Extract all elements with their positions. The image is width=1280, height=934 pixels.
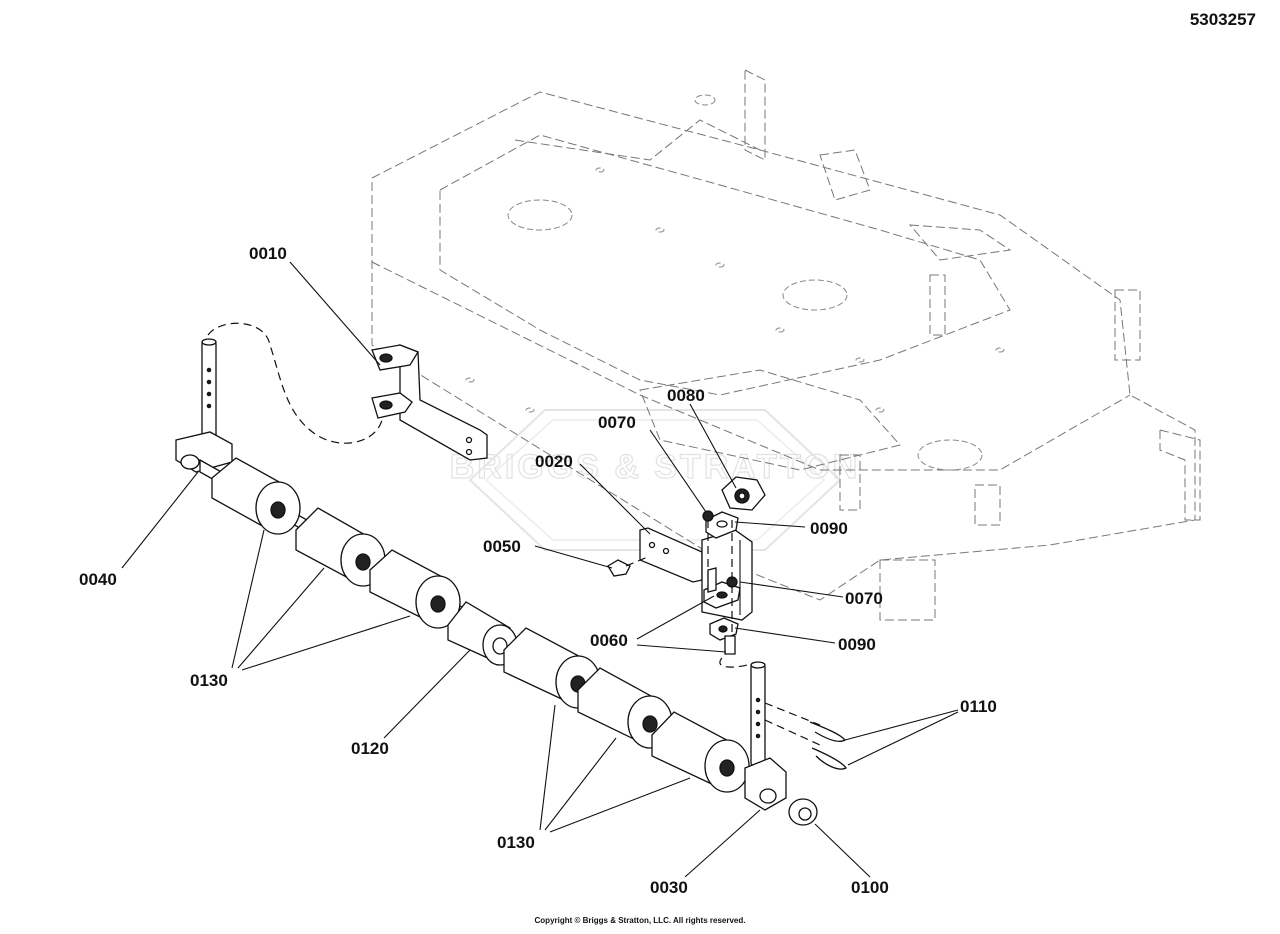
roller-3 bbox=[369, 549, 461, 629]
arm-0040 bbox=[175, 338, 233, 473]
roller-6 bbox=[651, 711, 750, 793]
copyright-notice: Copyright © Briggs & Stratton, LLC. All … bbox=[534, 916, 746, 925]
hairpins-0110 bbox=[764, 702, 847, 770]
callout-0020: 0020 bbox=[535, 452, 573, 471]
document-number: 5303257 bbox=[1189, 10, 1256, 29]
watermark-logo: BRIGGS & STRATTON bbox=[449, 409, 861, 551]
callout-0120: 0120 bbox=[351, 739, 389, 758]
plates-0090 bbox=[703, 511, 741, 641]
hardware bbox=[607, 510, 738, 655]
callout-0090-upper: 0090 bbox=[810, 519, 848, 538]
callout-0130-lower: 0130 bbox=[497, 833, 535, 852]
bracket-0010 bbox=[371, 344, 488, 461]
callout-0080: 0080 bbox=[667, 386, 705, 405]
leader-lines bbox=[121, 261, 959, 878]
callout-0100: 0100 bbox=[851, 878, 889, 897]
assembly-path-right bbox=[719, 657, 751, 668]
knob-0080 bbox=[721, 476, 766, 511]
callout-0030: 0030 bbox=[650, 878, 688, 897]
callout-0010: 0010 bbox=[249, 244, 287, 263]
watermark-text: BRIGGS & STRATTON bbox=[450, 448, 861, 486]
spacer-0100 bbox=[788, 798, 818, 826]
rollers bbox=[211, 457, 750, 793]
callout-0050: 0050 bbox=[483, 537, 521, 556]
callout-0070-upper: 0070 bbox=[598, 413, 636, 432]
callout-0110: 0110 bbox=[960, 697, 997, 716]
callout-0130-upper: 0130 bbox=[190, 671, 228, 690]
assembly-path-left bbox=[207, 322, 383, 444]
callout-0090-lower: 0090 bbox=[838, 635, 876, 654]
arm-0030 bbox=[744, 661, 787, 811]
callout-0070-lower: 0070 bbox=[845, 589, 883, 608]
callout-labels: 0010 0020 0030 0040 0050 0060 0070 0070 … bbox=[79, 244, 997, 897]
callout-0040: 0040 bbox=[79, 570, 117, 589]
callout-0060: 0060 bbox=[590, 631, 628, 650]
roller-1 bbox=[211, 457, 301, 535]
